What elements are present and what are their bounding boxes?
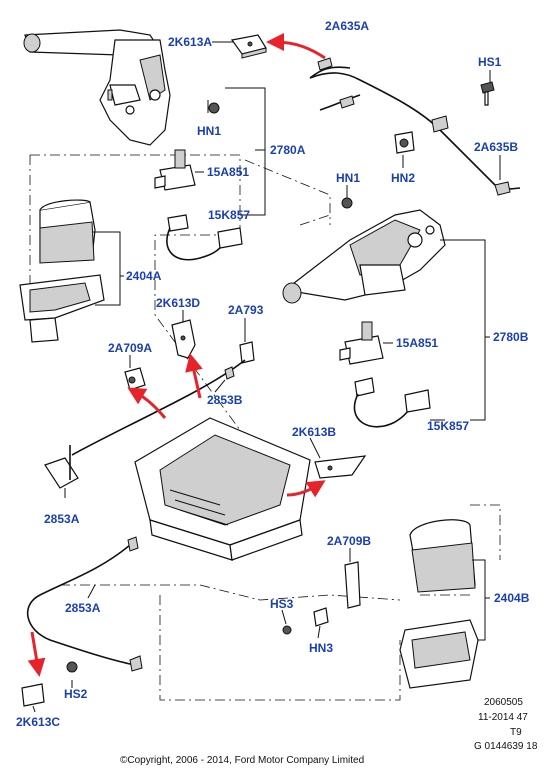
nut-hn2 — [394, 131, 415, 154]
screw-hs2 — [66, 661, 78, 673]
label-2780b: 2780B — [493, 330, 529, 344]
harness-15k857-top — [166, 214, 243, 261]
label-hn2: HN2 — [391, 171, 415, 185]
cable-2a635a — [309, 57, 521, 196]
label-2a709b: 2A709B — [327, 534, 371, 548]
nut-hn3 — [313, 607, 329, 627]
bracket-2k613d — [171, 319, 196, 359]
label-2853a-left: 2853A — [44, 512, 80, 526]
handbrake-lever-b — [282, 209, 446, 304]
footer-code-4: G 0144639 18 — [474, 741, 538, 752]
label-2a635a: 2A635A — [325, 19, 369, 33]
label-2780a: 2780A — [270, 143, 306, 157]
label-2a635b: 2A635B — [474, 140, 518, 154]
leader-lines — [32, 41, 501, 713]
label-hs3: HS3 — [270, 597, 294, 611]
footer-code-1: 2060505 — [484, 697, 523, 708]
cable-2853a-left-end — [44, 445, 79, 489]
footer-code-3: T9 — [510, 727, 522, 738]
label-hn3: HN3 — [309, 641, 333, 655]
nut-hn1-top — [208, 102, 220, 114]
label-15a851-mid: 15A851 — [396, 336, 438, 350]
label-hs2: HS2 — [64, 687, 88, 701]
label-hn1-mid: HN1 — [336, 171, 360, 185]
screw-hs1 — [480, 81, 495, 106]
label-2k613c: 2K613C — [16, 715, 60, 729]
cable-2853b — [71, 359, 246, 456]
gaiter-2404b — [399, 519, 479, 689]
red-arrows — [27, 33, 326, 677]
footer-code-2: 11-2014 47 — [478, 712, 528, 723]
bracket-2k613b — [314, 455, 367, 479]
switch-15a851-top — [154, 149, 196, 191]
clip-2a709b — [344, 561, 361, 609]
label-2404a: 2404A — [126, 269, 162, 283]
label-2k613a-top: 2K613A — [168, 35, 212, 49]
bracket-2k613c — [21, 683, 45, 707]
screw-hs3 — [282, 625, 292, 635]
label-2a793: 2A793 — [228, 303, 264, 317]
footer: 2060505 11-2014 47 T9 G 0144639 18 ©Copy… — [120, 697, 538, 766]
clip-2a709a — [124, 367, 146, 391]
footer-copyright: ©Copyright, 2006 - 2014, Ford Motor Comp… — [120, 755, 364, 766]
label-hs1: HS1 — [478, 55, 502, 69]
label-2404b: 2404B — [494, 591, 530, 605]
handbrake-lever-a — [23, 29, 171, 146]
label-2a709a: 2A709A — [108, 341, 152, 355]
label-hn1-top: HN1 — [197, 124, 221, 138]
label-2853b: 2853B — [207, 393, 243, 407]
label-2k613d: 2K613D — [156, 296, 200, 310]
part-labels: 2K613A 2A635A HS1 HN1 2780A 15A851 15K85… — [16, 19, 530, 729]
clip-2a793 — [239, 341, 255, 364]
nut-hn1-mid — [341, 197, 353, 209]
label-2k613b: 2K613B — [292, 425, 336, 439]
cable-2853a-lower — [26, 536, 143, 672]
label-2853a-low: 2853A — [65, 601, 101, 615]
label-15k857-mid: 15K857 — [427, 419, 469, 433]
label-15a851-top: 15A851 — [207, 165, 249, 179]
switch-15a851-mid — [339, 321, 384, 365]
harness-15k857-mid — [353, 377, 431, 428]
gaiter-2404a — [19, 199, 105, 343]
bracket-2k613a-top — [230, 34, 267, 59]
console-tray — [134, 417, 311, 561]
label-15k857-top: 15K857 — [208, 208, 250, 222]
